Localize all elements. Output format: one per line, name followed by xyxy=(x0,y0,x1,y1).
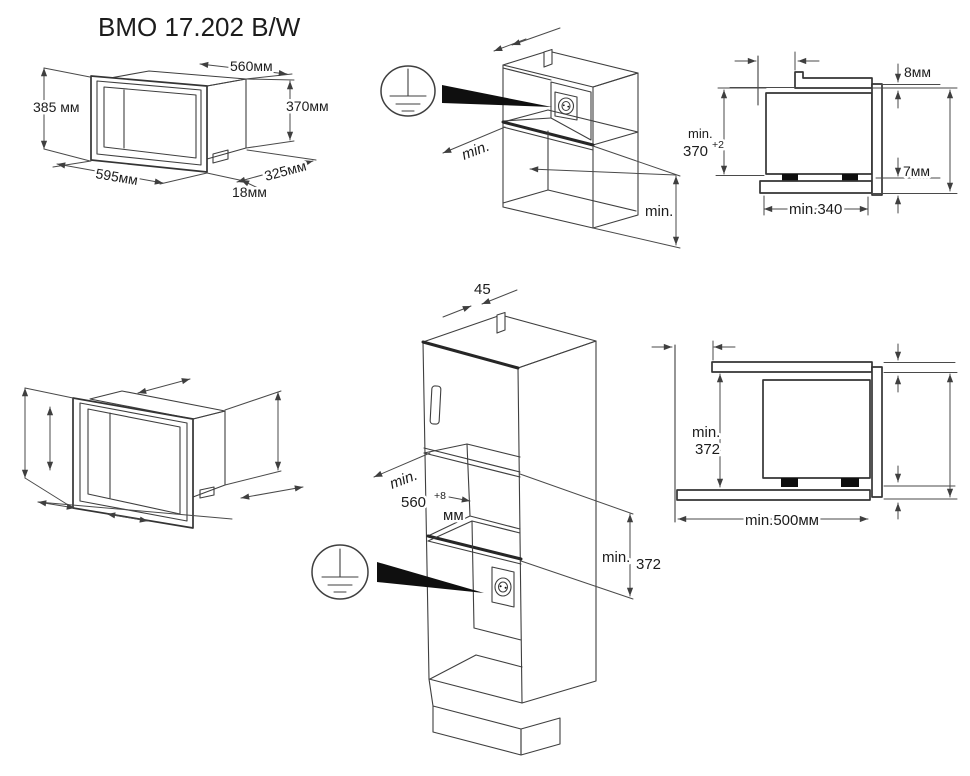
earth-ground-icon xyxy=(380,65,436,117)
dim-560-label: 560мм xyxy=(230,58,273,74)
dim-18-label: 18мм xyxy=(232,184,267,200)
niche-back-wall xyxy=(466,443,521,530)
dim-depth-340-label: min.340 xyxy=(789,201,842,218)
dim-width-value: 560 xyxy=(401,494,426,511)
oven-body-section xyxy=(762,379,871,479)
oven-front-frame xyxy=(72,397,194,529)
dim-height-372: min. 372 xyxy=(519,473,664,600)
oven-frame-inner xyxy=(79,402,188,522)
oven-foot xyxy=(842,174,858,181)
door-top-edge xyxy=(421,340,520,370)
dim-depth-min-label: min. xyxy=(459,138,492,164)
dim-gap-8: 8мм xyxy=(871,62,958,109)
dim-niche-height-value: 372 xyxy=(695,441,720,458)
dim-370-label: 370мм xyxy=(286,98,329,114)
dim-width-560: min. 560 +8 мм xyxy=(373,452,471,527)
dim-wall-gap-45: 45 xyxy=(442,279,518,318)
dim-height-prefix: min. xyxy=(602,549,630,566)
dim-height-value: 372 xyxy=(636,556,661,573)
dim-top-gap xyxy=(493,27,561,52)
lower-compartment-floor xyxy=(502,189,637,212)
callout-arrow-icon xyxy=(442,85,552,107)
top-shelf-profile xyxy=(794,71,873,89)
front-panel-section xyxy=(871,366,883,498)
oven-foot xyxy=(781,478,798,487)
callout-arrow-icon xyxy=(377,562,484,593)
cabinet-side-face xyxy=(517,340,597,704)
dim-niche-height-tolerance: +2 xyxy=(712,139,724,151)
dim-height-min-label: min. xyxy=(645,203,673,220)
wall-strip-tab xyxy=(543,48,553,68)
wall-cabinet-drawing: min. min. xyxy=(380,27,681,249)
upper-compartment-back-wall xyxy=(550,81,592,141)
oven-isometric-plain xyxy=(21,378,304,529)
dim-lines-unlabeled xyxy=(21,378,304,523)
dim-depth-min: min. xyxy=(442,126,506,166)
oven-foot xyxy=(841,478,859,487)
dim-gap-7: 7мм xyxy=(871,157,958,214)
bottom-shelf-profile xyxy=(759,180,873,194)
oven-door-window xyxy=(103,86,197,159)
side-section-bottom: min. 372 min.500мм xyxy=(651,340,958,532)
dim-18: 18мм xyxy=(206,172,269,203)
dim-height-min: min. xyxy=(529,145,681,249)
dim-385: 385 мм xyxy=(31,67,91,162)
dim-niche-height-372: min. 372 xyxy=(690,373,724,488)
dim-gap-8-label: 8мм xyxy=(904,64,931,80)
oven-foot xyxy=(782,174,798,181)
oven-side-face xyxy=(192,410,226,498)
dim-width-tolerance: +8 xyxy=(434,490,446,502)
cabinet-top-face xyxy=(502,50,639,88)
dim-width-unit: мм xyxy=(443,507,464,524)
page-title: BMO 17.202 B/W xyxy=(98,12,301,42)
dim-wall-gap-45-label: 45 xyxy=(474,281,491,298)
oven-foot xyxy=(199,486,215,499)
cabinet-bottom-edge xyxy=(428,678,523,704)
bottom-shelf-profile xyxy=(676,489,871,501)
niche-shelf-front-edge xyxy=(426,534,523,561)
top-shelf-profile xyxy=(711,361,873,373)
cabinet-top-face xyxy=(422,314,597,369)
dim-385-label: 385 мм xyxy=(33,99,80,115)
oven-body-section xyxy=(765,92,873,175)
dim-width-prefix: min. xyxy=(387,467,420,493)
door-bottom-edge xyxy=(423,447,521,473)
cabinet-front-left-edge xyxy=(422,341,430,680)
dim-niche-height-prefix: min. xyxy=(692,424,720,441)
dim-depth-500-label: min.500мм xyxy=(745,512,819,529)
dim-depth-500: min.500мм xyxy=(677,510,869,532)
power-socket-icon xyxy=(491,566,515,608)
dim-325: 325мм xyxy=(236,149,317,186)
cabinet-side-face xyxy=(592,72,639,229)
dim-gap-7-label: 7мм xyxy=(903,163,930,179)
dim-niche-height-value: 370 xyxy=(683,143,708,160)
dim-depth-340: min.340 xyxy=(763,195,869,221)
plinth-front xyxy=(432,705,522,756)
oven-side-face xyxy=(206,78,247,160)
oven-isometric-dimensioned: 560мм 385 мм 370мм 595мм 325мм xyxy=(31,56,332,203)
door-handle xyxy=(429,385,442,425)
oven-frame-inner xyxy=(96,80,202,166)
earth-ground-icon xyxy=(311,544,369,600)
oven-front-frame xyxy=(90,75,208,173)
dim-325-label: 325мм xyxy=(263,157,308,183)
dim-595-label: 595мм xyxy=(95,165,140,188)
cabinet-bottom-edge xyxy=(502,206,594,229)
dim-right-gaps xyxy=(883,343,958,520)
tall-cabinet-drawing: 45 xyxy=(311,279,664,756)
dim-niche-height-prefix: min. xyxy=(688,126,713,141)
dim-niche-height: min. 370 +2 xyxy=(681,87,767,176)
lower-back-wall xyxy=(471,520,522,641)
plinth-side xyxy=(520,717,561,756)
side-section-top: min. 370 +2 8мм 7мм min.340 xyxy=(681,51,958,221)
dim-560: 560мм xyxy=(199,56,293,80)
oven-foot xyxy=(212,149,229,164)
dim-370: 370мм xyxy=(245,78,331,149)
wall-strip-tab xyxy=(496,311,506,334)
